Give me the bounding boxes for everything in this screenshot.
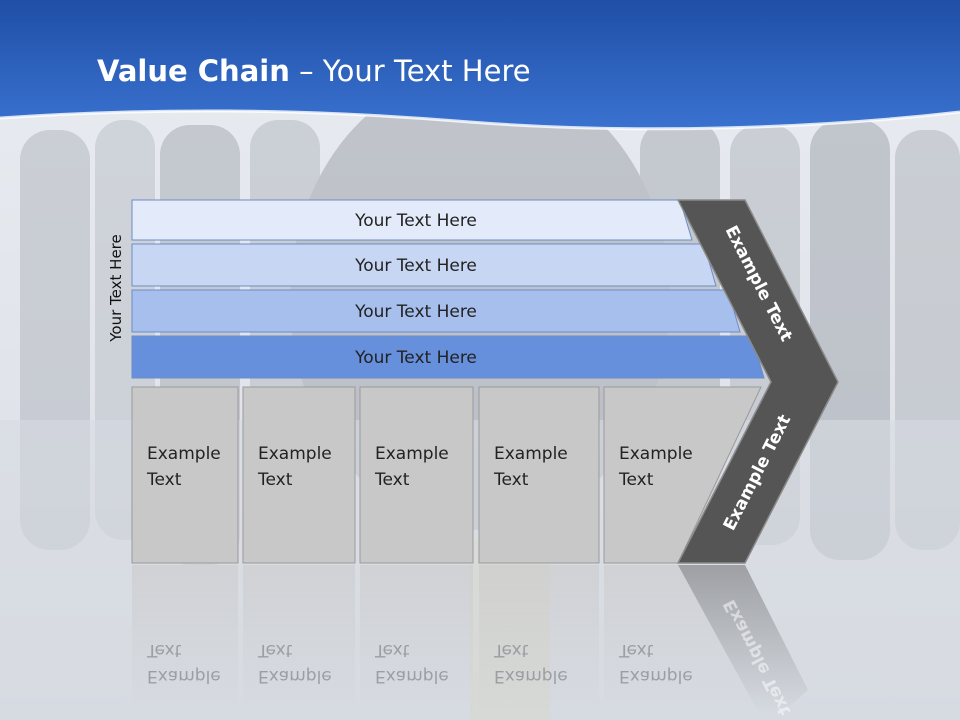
reflection-group: ExampleTextExampleTextExampleTextExample… <box>132 565 808 718</box>
bar-2 <box>131 243 717 287</box>
header-band <box>0 0 960 129</box>
slide-title: Value Chain – Your Text Here <box>97 54 531 88</box>
box-2-reflection <box>243 565 355 715</box>
box-5-reflection <box>604 565 761 715</box>
box-4-reflection-line1: Example <box>494 666 568 686</box>
box-3-reflection-line1: Example <box>375 666 449 686</box>
box-2-reflection-line2: Text <box>257 640 293 660</box>
box-1-reflection <box>132 565 238 715</box>
bar-2-label: Your Text Here <box>354 256 477 276</box>
bar-4-label: Your Text Here <box>354 348 477 368</box>
bar-1 <box>131 199 693 241</box>
box-5-line2: Text <box>618 470 654 490</box>
title-rest: – Your Text Here <box>289 54 531 88</box>
box-4 <box>478 386 600 564</box>
bar-3 <box>131 289 741 333</box>
box-3-reflection-text: Example Text <box>374 640 449 686</box>
box-1-reflection-line1: Example <box>147 666 221 686</box>
box-3-reflection-line2: Text <box>374 640 410 660</box>
title-bold: Value Chain <box>97 54 290 88</box>
box-2-reflection-line1: Example <box>258 666 332 686</box>
box-3-reflection <box>360 565 473 715</box>
box-2-line2: Text <box>257 470 293 490</box>
box-5-reflection-line1: Example <box>619 666 693 686</box>
box-4-line2: Text <box>493 470 529 490</box>
box-1-line2: Text <box>146 470 182 490</box>
side-label: Your Text Here <box>107 234 125 342</box>
bar-1-label: Your Text Here <box>354 211 477 231</box>
box-3 <box>359 386 474 564</box>
box-5-reflection-text: Example Text <box>618 640 693 686</box>
box-4-reflection-text: Example Text <box>493 640 568 686</box>
box-2-reflection-text: Example Text <box>257 640 332 686</box>
box-5-line1: Example <box>619 444 693 464</box>
box-4-line1: Example <box>494 444 568 464</box>
bar-3-label: Your Text Here <box>354 302 477 322</box>
box-2-line1: Example <box>258 444 332 464</box>
bar-4 <box>131 335 765 379</box>
box-1-line1: Example <box>147 444 221 464</box>
box-3-line2: Text <box>374 470 410 490</box>
chevron-reflection <box>678 565 808 715</box>
box-2 <box>242 386 356 564</box>
chevron-shape <box>676 199 839 564</box>
box-4-reflection <box>479 565 599 715</box>
box-3-line1: Example <box>375 444 449 464</box>
box-1-reflection-line2: Text <box>146 640 182 660</box>
box-1 <box>131 386 239 564</box>
box-1-reflection-text: Example Text <box>146 640 221 686</box>
box-5-reflection-line2: Text <box>618 640 654 660</box>
box-4-reflection-line2: Text <box>493 640 529 660</box>
